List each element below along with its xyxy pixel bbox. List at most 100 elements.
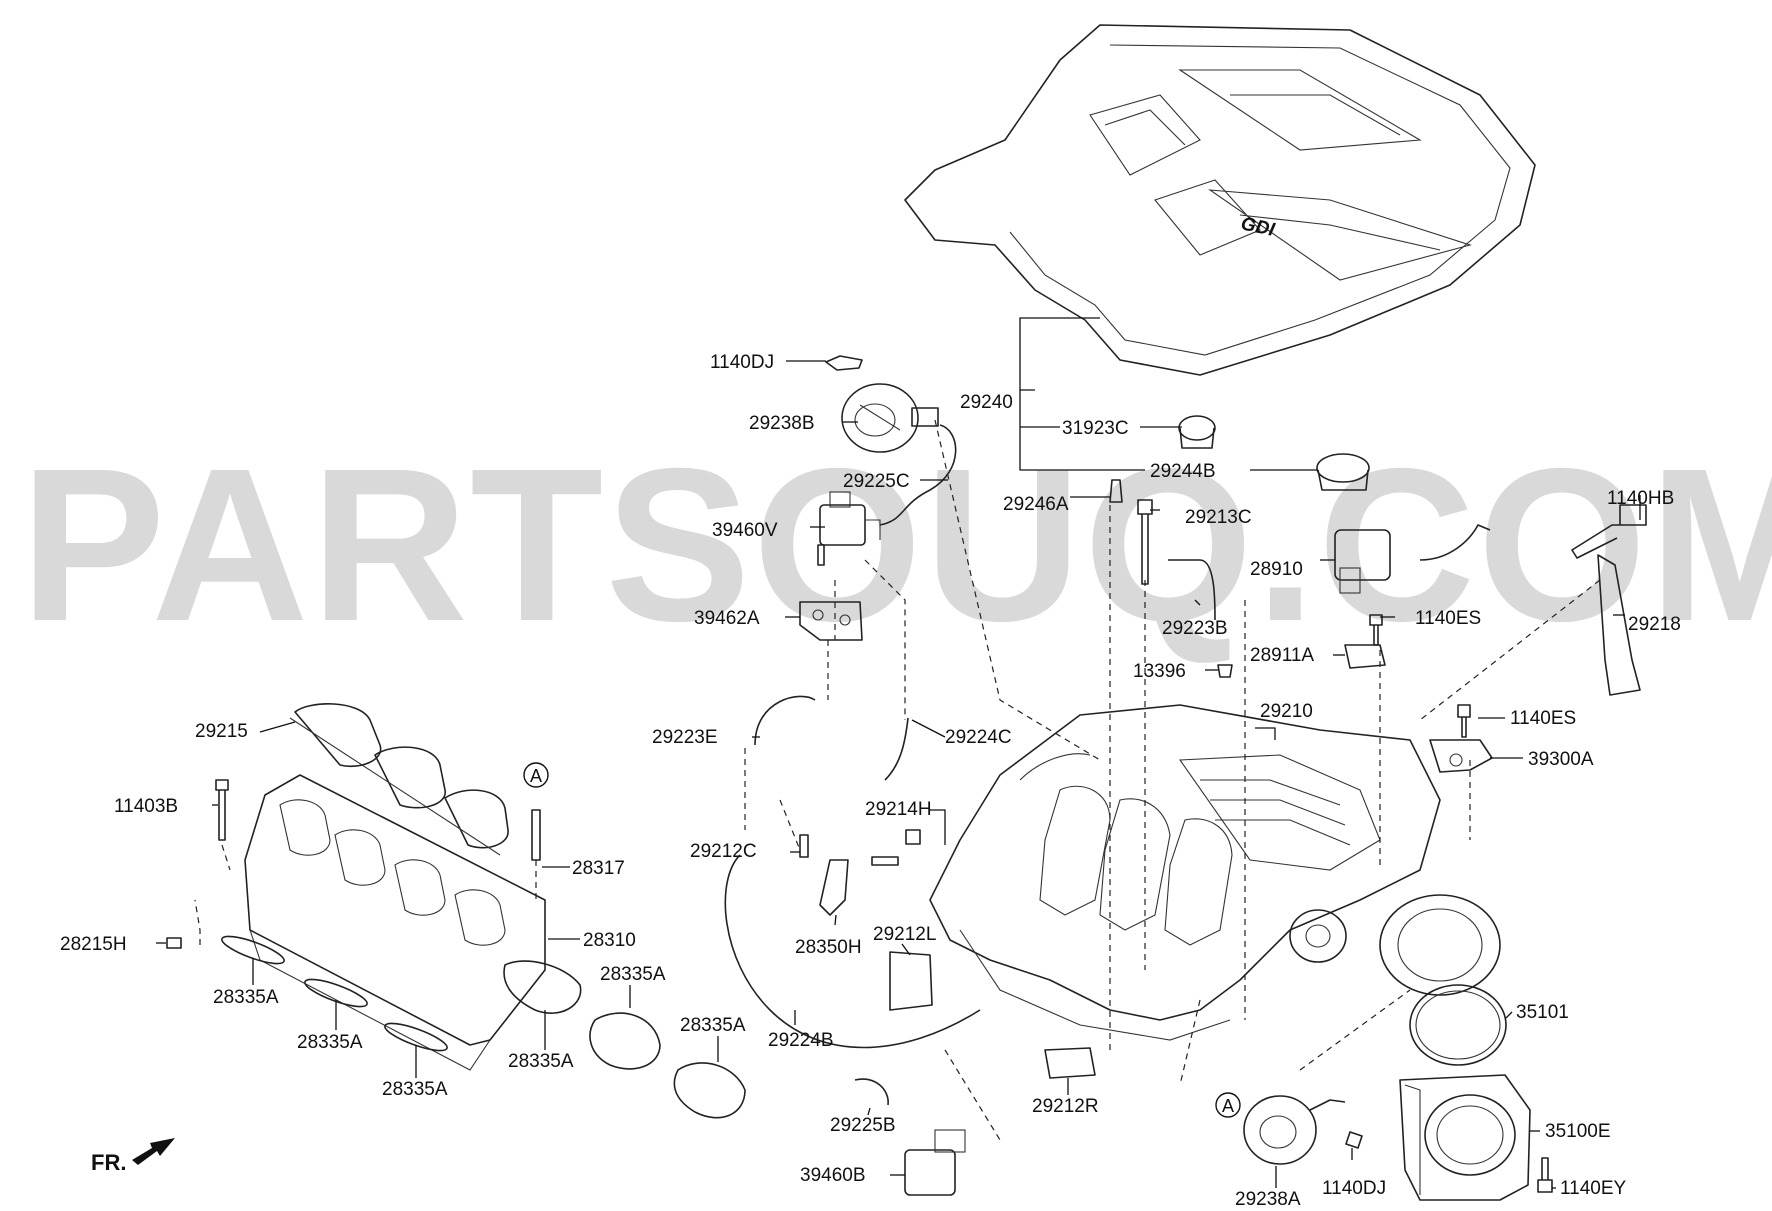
label-28350H: 28350H — [795, 937, 862, 958]
stud-28317 — [531, 809, 541, 861]
bolt-29213C — [1137, 499, 1153, 585]
hose-29225C — [879, 424, 957, 526]
label-29210: 29210 — [1260, 701, 1313, 722]
label-29238A: 29238A — [1235, 1189, 1301, 1210]
label-39462A: 39462A — [694, 608, 760, 629]
sensor-39300A — [1429, 739, 1493, 773]
label-28911A: 28911A — [1250, 645, 1314, 666]
label-31923C: 31923C — [1062, 418, 1129, 439]
label-29224B: 29224B — [768, 1030, 834, 1051]
ref-mark-a-lower: A — [1215, 1092, 1241, 1118]
svg-text:A: A — [530, 766, 542, 786]
label-13396: 13396 — [1133, 661, 1186, 682]
label-29212C: 29212C — [690, 841, 757, 862]
label-39300A: 39300A — [1528, 749, 1594, 770]
actuator-29238B — [841, 383, 939, 453]
nut-13396 — [1217, 664, 1233, 678]
label-28317: 28317 — [572, 858, 625, 879]
bracket-29212R — [1044, 1047, 1096, 1079]
bolt-1140ES-lower — [1457, 704, 1471, 738]
bolt-1140DJ-bottom — [1345, 1131, 1363, 1149]
label-29225C: 29225C — [843, 471, 910, 492]
gasket-29215 — [289, 703, 509, 856]
actuator-29238A — [1243, 1095, 1346, 1165]
bracket-39462A — [799, 601, 863, 641]
label-35100E: 35100E — [1545, 1121, 1611, 1142]
label-29225B: 29225B — [830, 1115, 896, 1136]
intake-manifold-29210 — [929, 704, 1441, 1041]
label-29224C: 29224C — [945, 727, 1012, 748]
label-28310: 28310 — [583, 930, 636, 951]
bolt-1140HB — [1571, 504, 1647, 559]
stud-29246A — [1109, 479, 1123, 503]
label-29240: 29240 — [960, 392, 1013, 413]
nut-28215H — [166, 937, 182, 949]
label-29246A: 29246A — [1003, 494, 1069, 515]
label-29215: 29215 — [195, 721, 248, 742]
gasket-28335A-6 — [673, 1062, 746, 1119]
fitting-28350H — [819, 859, 849, 916]
bolt-11403B — [215, 779, 229, 841]
engine-cover — [904, 24, 1536, 376]
bracket-29212L — [889, 951, 933, 1011]
label-28215H: 28215H — [60, 934, 127, 955]
bracket-28911A — [1344, 644, 1386, 669]
hose-29224B — [724, 854, 981, 1049]
label-1140EY: 1140EY — [1560, 1178, 1627, 1199]
gasket-28335A-5 — [589, 1012, 661, 1070]
solenoid-39460V — [819, 491, 881, 546]
label-1140DJ-top: 1140DJ — [710, 352, 774, 373]
label-29244B: 29244B — [1150, 461, 1216, 482]
front-direction-indicator: FR. — [91, 1138, 175, 1175]
gasket-28335A-4 — [503, 960, 582, 1014]
label-1140HB: 1140HB — [1607, 488, 1674, 509]
label-29212L: 29212L — [873, 924, 936, 945]
connector-29212C — [799, 834, 809, 858]
label-28335A-5: 28335A — [508, 1051, 574, 1072]
ref-mark-a-upper: A — [523, 762, 549, 788]
label-1140ES-b: 1140ES — [1510, 708, 1576, 729]
label-1140DJ-bottom: 1140DJ — [1322, 1178, 1386, 1199]
label-35101: 35101 — [1516, 1002, 1569, 1023]
label-29213C: 29213C — [1185, 507, 1252, 528]
clip-29214H — [871, 829, 921, 866]
label-29212R: 29212R — [1032, 1096, 1099, 1117]
label-1140ES-a: 1140ES — [1415, 608, 1481, 629]
gasket-28335A-3 — [384, 1022, 448, 1052]
label-28910: 28910 — [1250, 559, 1303, 580]
bolt-39462A — [817, 544, 825, 566]
intake-lower-manifold-28310 — [244, 774, 546, 1071]
label-28335A-6: 28335A — [680, 1015, 746, 1036]
bolt-1140DJ-top — [825, 355, 863, 371]
label-28335A-2: 28335A — [297, 1032, 363, 1053]
throttle-body-35100E — [1399, 1074, 1531, 1201]
hose-29223B — [1168, 559, 1216, 621]
label-29218: 29218 — [1628, 614, 1681, 635]
gasket-35101 — [1409, 984, 1507, 1066]
label-11403B: 11403B — [114, 796, 178, 817]
bracket-29218 — [1597, 554, 1641, 696]
label-29238B: 29238B — [749, 413, 815, 434]
cap-29244B — [1316, 453, 1370, 491]
label-28335A-4: 28335A — [600, 964, 666, 985]
front-label: FR. — [91, 1150, 126, 1175]
label-39460V: 39460V — [712, 520, 778, 541]
label-28335A-1: 28335A — [213, 987, 279, 1008]
label-28335A-3: 28335A — [382, 1079, 448, 1100]
assembly-lines — [194, 419, 1601, 1141]
hose-29225B — [854, 1078, 889, 1106]
leader-lines — [156, 317, 1641, 1189]
bolt-1140EY — [1537, 1157, 1553, 1193]
throttle-flange — [1379, 894, 1501, 996]
hose-29224C — [884, 717, 909, 781]
arrow-icon — [132, 1138, 175, 1165]
gasket-28335A-1 — [221, 935, 285, 965]
label-29223B: 29223B — [1162, 618, 1228, 639]
label-29223E: 29223E — [652, 727, 718, 748]
cap-31923C — [1178, 415, 1216, 449]
gasket-28335A-2 — [304, 978, 368, 1008]
valve-28910 — [1334, 524, 1491, 594]
label-39460B: 39460B — [800, 1165, 866, 1186]
watermark: PARTSOUQ.COM — [20, 424, 1772, 667]
